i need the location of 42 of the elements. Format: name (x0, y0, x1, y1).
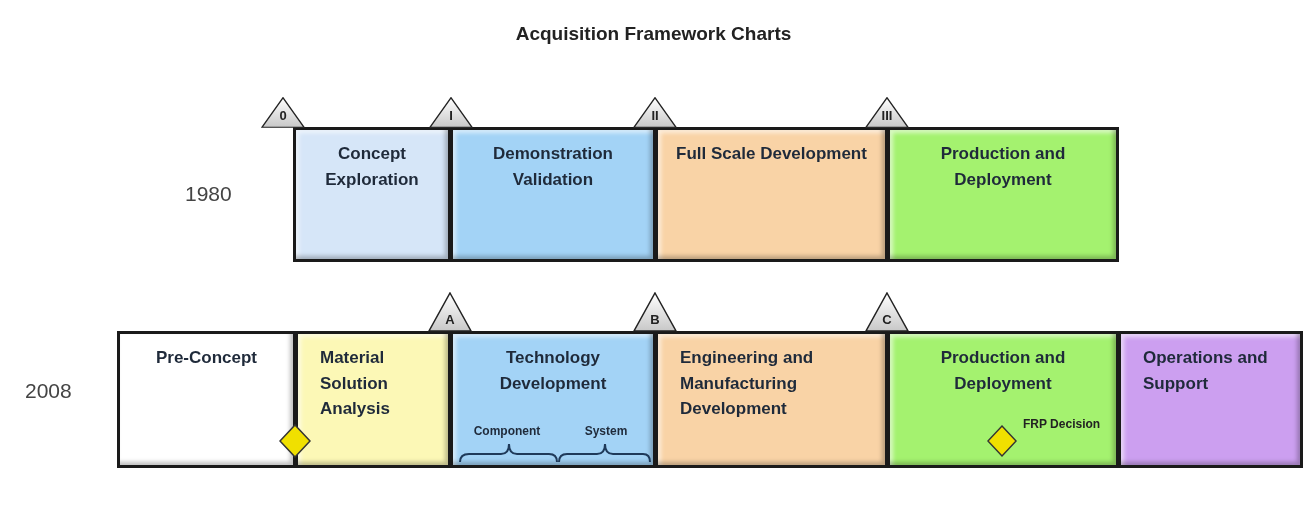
phase-box (117, 331, 296, 468)
milestone-triangle (865, 97, 909, 128)
milestone-label: A (445, 313, 455, 326)
phase-box (293, 127, 451, 262)
phase-title: Pre-Concept (154, 347, 259, 369)
milestone-label: C (882, 313, 892, 326)
phase-title: Material Solution Analysis (320, 347, 391, 420)
milestone-triangle (261, 97, 305, 128)
milestone-triangle (429, 97, 473, 128)
milestone-label: III (881, 109, 893, 122)
phase-title: Full Scale Development (675, 143, 868, 165)
milestone-triangle (865, 292, 909, 332)
milestone-label: 0 (279, 109, 287, 122)
decision-diamond (279, 424, 311, 458)
phase-box (450, 127, 656, 262)
sub-phase-label: System (583, 423, 629, 440)
phase-box (655, 331, 888, 468)
phase-box (295, 331, 451, 468)
phase-box (1118, 331, 1303, 468)
milestone-triangle (428, 292, 472, 332)
milestone-note: FRP Decision (1023, 417, 1102, 432)
phase-title: Engineering and Manufacturing Development (680, 347, 815, 420)
year-label: 1980 (185, 181, 232, 207)
phase-box (887, 331, 1119, 468)
phase-title: Demonstration Validation (492, 143, 614, 191)
phase-box (655, 127, 888, 262)
year-label: 2008 (25, 378, 72, 404)
phase-title: Technology Development (498, 347, 608, 395)
sub-phase-label: Component (472, 423, 542, 440)
phase-title: Production and Deployment (939, 143, 1067, 191)
milestone-label: B (650, 313, 660, 326)
phase-title: Operations and Support (1143, 347, 1269, 395)
phase-title: Concept Exploration (324, 143, 420, 191)
decision-diamond (987, 425, 1017, 457)
phase-box (887, 127, 1119, 262)
chart-title: Acquisition Framework Charts (514, 22, 793, 46)
phase-box (450, 331, 656, 468)
phase-title: Production and Deployment (939, 347, 1067, 395)
milestone-triangle (633, 292, 677, 332)
milestone-triangle (633, 97, 677, 128)
milestone-label: II (651, 109, 659, 122)
milestone-label: I (449, 109, 453, 122)
